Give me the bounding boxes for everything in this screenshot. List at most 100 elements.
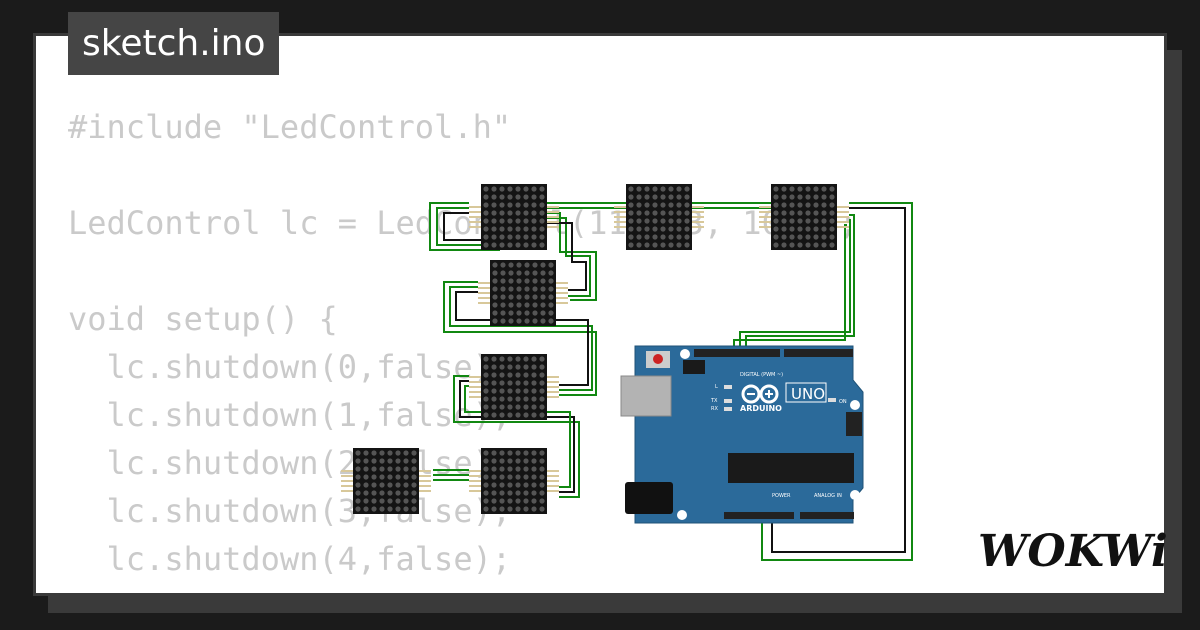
led-dot xyxy=(387,506,393,512)
matrix-pin xyxy=(419,475,431,477)
led-dot xyxy=(483,202,489,208)
led-dot xyxy=(355,490,361,496)
matrix-pin xyxy=(547,470,559,472)
led-dot xyxy=(507,372,513,378)
led-dot xyxy=(515,396,521,402)
led-matrix[interactable] xyxy=(469,448,559,514)
led-dot xyxy=(660,194,666,200)
led-dot xyxy=(523,466,529,472)
led-dot xyxy=(507,490,513,496)
led-matrix[interactable] xyxy=(469,184,559,250)
matrix-pin xyxy=(547,480,559,482)
led-dot xyxy=(499,372,505,378)
led-dot xyxy=(507,506,513,512)
led-dot xyxy=(395,458,401,464)
led-dot xyxy=(813,210,819,216)
led-matrix[interactable] xyxy=(341,448,431,514)
led-dot xyxy=(395,498,401,504)
led-dot xyxy=(507,218,513,224)
led-dot xyxy=(668,226,674,232)
led-dot xyxy=(789,234,795,240)
led-matrix[interactable] xyxy=(478,260,568,326)
led-matrix[interactable] xyxy=(614,184,704,250)
led-dot xyxy=(789,202,795,208)
led-dot xyxy=(684,242,690,248)
led-dot xyxy=(355,474,361,480)
arduino-uno-board[interactable]: DIGITAL (PWM ~) L TX RX ARDUINO UNO ON P… xyxy=(620,345,864,524)
led-dot xyxy=(540,294,546,300)
led-dot xyxy=(644,242,650,248)
led-dot xyxy=(492,270,498,276)
led-dot xyxy=(636,218,642,224)
led-dot xyxy=(636,210,642,216)
led-dot xyxy=(492,302,498,308)
led-dot xyxy=(797,226,803,232)
matrix-pin xyxy=(759,221,771,223)
led-dot xyxy=(676,194,682,200)
matrix-pin xyxy=(692,221,704,223)
led-dot xyxy=(491,380,497,386)
led-dot xyxy=(507,194,513,200)
led-dot xyxy=(499,356,505,362)
led-dot xyxy=(773,226,779,232)
led-dot xyxy=(532,286,538,292)
matrix-pin xyxy=(556,282,568,284)
matrix-pin xyxy=(469,221,481,223)
led-dot xyxy=(516,310,522,316)
led-matrix[interactable] xyxy=(469,354,559,420)
atmega-chip xyxy=(728,453,854,483)
led-dot xyxy=(821,242,827,248)
matrix-pin xyxy=(478,292,490,294)
led-dot xyxy=(676,186,682,192)
file-title-tab[interactable]: sketch.ino xyxy=(68,12,280,75)
led-dot xyxy=(516,270,522,276)
led-dot xyxy=(395,482,401,488)
led-dot xyxy=(652,242,658,248)
led-dot xyxy=(403,498,409,504)
led-dot xyxy=(628,202,634,208)
led-dot xyxy=(379,450,385,456)
led-dot xyxy=(789,186,795,192)
led-dot xyxy=(660,242,666,248)
icsp-header-right xyxy=(846,412,862,436)
led-dot xyxy=(403,490,409,496)
led-dot xyxy=(539,186,545,192)
led-dot xyxy=(524,286,530,292)
led-dot xyxy=(628,234,634,240)
led-dot xyxy=(363,490,369,496)
led-dot xyxy=(813,194,819,200)
reset-button-cap[interactable] xyxy=(653,354,663,364)
led-dot xyxy=(508,286,514,292)
led-dot xyxy=(483,412,489,418)
led-dot xyxy=(403,466,409,472)
led-dot xyxy=(805,186,811,192)
led-dot xyxy=(500,310,506,316)
led-dot xyxy=(491,412,497,418)
led-dot xyxy=(371,458,377,464)
led-dot xyxy=(411,450,417,456)
led-dot xyxy=(668,194,674,200)
led-dot xyxy=(355,466,361,472)
matrix-pin xyxy=(547,376,559,378)
wire xyxy=(739,219,851,349)
led-dot xyxy=(531,490,537,496)
led-dot xyxy=(499,412,505,418)
led-matrix[interactable] xyxy=(759,184,849,250)
led-dot xyxy=(539,396,545,402)
led-dot xyxy=(491,498,497,504)
led-dot xyxy=(524,310,530,316)
led-matrix-body xyxy=(481,448,547,514)
led-dot xyxy=(676,210,682,216)
led-dot xyxy=(548,310,554,316)
led-dot xyxy=(539,490,545,496)
led-dot xyxy=(499,482,505,488)
led-dot xyxy=(524,294,530,300)
led-dot xyxy=(644,202,650,208)
led-dot xyxy=(821,210,827,216)
led-dot xyxy=(515,234,521,240)
led-dot xyxy=(403,482,409,488)
led-dot xyxy=(355,506,361,512)
led-dot xyxy=(523,202,529,208)
led-dot xyxy=(507,404,513,410)
led-dot xyxy=(403,506,409,512)
